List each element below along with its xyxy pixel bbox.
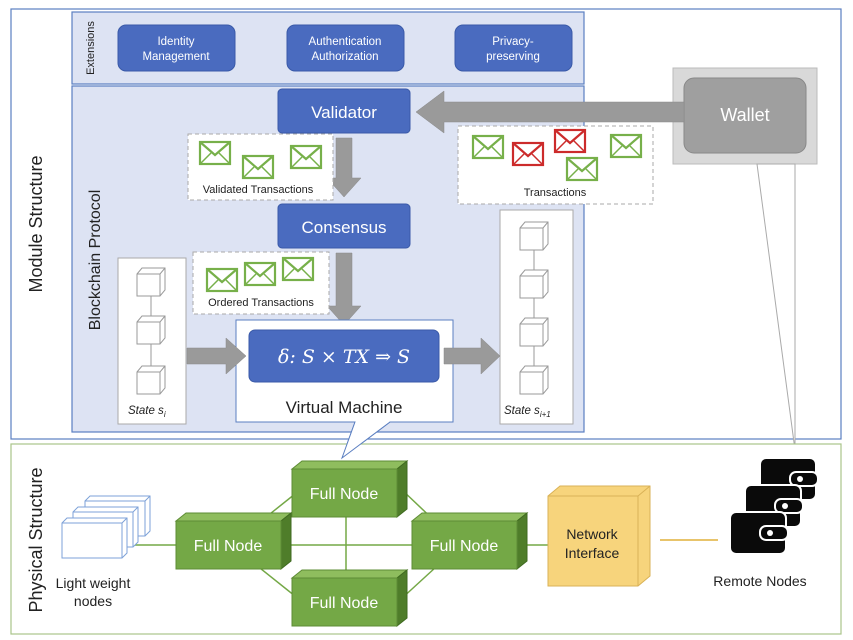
privacy-line2: preserving <box>486 51 540 63</box>
full-node-right: Full Node <box>411 512 528 570</box>
authentication-authorization-module: Authentication Authorization <box>286 24 405 72</box>
state-i-block-1 <box>136 267 166 297</box>
state-i-label: State s <box>128 405 164 417</box>
authentication-line: Authentication <box>309 36 382 48</box>
vm-to-state-arrow <box>443 337 501 375</box>
full-node-left: Full Node <box>175 512 292 570</box>
wallet-block: Wallet <box>672 67 818 165</box>
state-i-block-3 <box>136 365 166 395</box>
state-next-block-2 <box>519 269 549 299</box>
privacy-preserving-module: Privacy- preserving <box>454 24 573 72</box>
identity-management-module: Identity Management <box>117 24 236 72</box>
transactions-label: Transactions <box>524 187 587 199</box>
state-to-vm-arrow <box>186 337 247 375</box>
remote-wallet-icon-1 <box>729 511 789 555</box>
full-node-left-label: Full Node <box>194 538 263 555</box>
state-i-subscript: i <box>164 410 166 419</box>
light-nodes-label-line2: nodes <box>74 593 112 609</box>
validator-label: Validator <box>311 103 377 122</box>
transactions-box: Transactions <box>457 125 654 205</box>
privacy-line1: Privacy- <box>492 36 534 48</box>
full-node-bottom: Full Node <box>291 569 408 627</box>
full-node-bottom-label: Full Node <box>310 595 379 612</box>
virtual-machine-label: Virtual Machine <box>286 398 403 417</box>
state-i-block-2 <box>136 315 166 345</box>
state-next-block-1 <box>519 221 549 251</box>
svg-text:State si+1: State si+1 <box>504 405 551 419</box>
light-weight-nodes: Light weight nodes <box>56 495 151 609</box>
svg-text:State si: State si <box>128 405 166 419</box>
physical-structure-title: Physical Structure <box>26 467 46 612</box>
consensus-to-vm-arrow <box>326 252 362 326</box>
validator-module: Validator <box>277 88 411 134</box>
light-nodes-label-line1: Light weight <box>56 575 131 591</box>
state-next-subscript: i+1 <box>540 410 551 419</box>
validated-transactions-label: Validated Transactions <box>203 184 314 196</box>
module-structure-title: Module Structure <box>26 155 46 292</box>
identity-management-line1: Identity <box>157 36 194 48</box>
full-node-top: Full Node <box>291 460 408 518</box>
authorization-line: Authorization <box>311 51 378 63</box>
wallet-callout-pointer <box>756 163 796 451</box>
wallet-to-validator-arrow <box>415 90 685 134</box>
vm-formula: δ: S × TX ⇒ S <box>278 346 410 368</box>
ordered-transactions-label: Ordered Transactions <box>208 297 314 309</box>
blockchain-protocol-label: Blockchain Protocol <box>87 190 104 331</box>
state-next-block-3 <box>519 317 549 347</box>
network-interface: Network Interface <box>547 485 651 587</box>
state-next-block-4 <box>519 365 549 395</box>
wallet-label: Wallet <box>720 105 769 125</box>
network-interface-line2: Interface <box>565 545 620 561</box>
consensus-module: Consensus <box>277 203 411 249</box>
remote-nodes: Remote Nodes <box>713 457 819 589</box>
network-interface-line1: Network <box>566 526 618 542</box>
vm-transition-function: δ: S × TX ⇒ S <box>248 329 440 383</box>
full-node-top-label: Full Node <box>310 486 379 503</box>
full-node-right-label: Full Node <box>430 538 499 555</box>
validated-transactions-box: Validated Transactions <box>187 133 334 201</box>
identity-management-line2: Management <box>142 51 210 63</box>
validator-to-consensus-arrow <box>326 137 362 198</box>
consensus-label: Consensus <box>301 218 386 237</box>
light-node-icon-1 <box>61 517 128 559</box>
extensions-label: Extensions <box>85 21 97 75</box>
ordered-transactions-box: Ordered Transactions <box>192 251 330 315</box>
remote-nodes-label: Remote Nodes <box>713 573 806 589</box>
state-next-label: State s <box>504 405 540 417</box>
state-next-box: State si+1 <box>499 209 574 425</box>
state-i-box: State si <box>117 257 187 425</box>
